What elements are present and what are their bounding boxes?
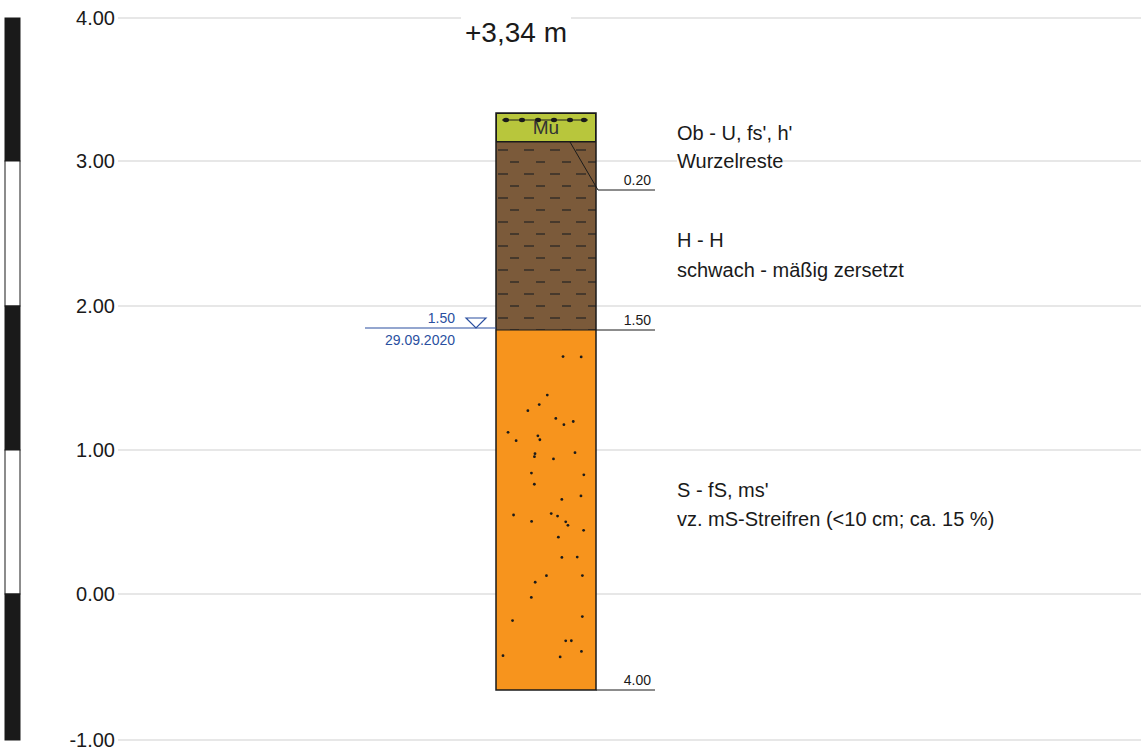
sand-dot <box>567 524 570 527</box>
sand-dot <box>552 458 555 461</box>
sand-dot <box>562 355 565 358</box>
scale-value: 2.00 <box>76 294 115 318</box>
soil-layer-box: Mu <box>496 113 596 142</box>
sand-dot <box>582 473 585 476</box>
sand-dot <box>554 417 557 420</box>
scale-value: 0.00 <box>76 582 115 606</box>
peat-layer <box>496 142 596 330</box>
depth-leaders <box>570 142 655 690</box>
sand-dot <box>533 483 536 486</box>
sand-dot <box>512 514 515 517</box>
layer-description: Ob - U, fs', h' <box>677 121 792 145</box>
depth-mark: 0.20 <box>624 172 651 189</box>
sand-dot <box>574 451 577 454</box>
elevation-title: +3,34 m <box>461 16 571 50</box>
scale-bar <box>5 18 20 740</box>
sand-dot <box>557 536 560 539</box>
sand-dot <box>530 520 533 523</box>
sand-dot <box>582 529 585 532</box>
sand-dot <box>546 394 549 397</box>
sand-dot <box>559 656 562 659</box>
layer-description: schwach - mäßig zersetzt <box>677 258 904 282</box>
layer-description: vz. mS-Streifren (<10 cm; ca. 15 %) <box>677 507 994 531</box>
sand-dot <box>556 515 559 518</box>
sand-dot <box>576 556 579 559</box>
scale-value: 4.00 <box>76 6 115 30</box>
sand-dot <box>502 654 505 657</box>
layer-description: H - H <box>677 228 724 252</box>
sand-dot <box>545 574 548 577</box>
scale-value: -1.00 <box>69 728 115 752</box>
sand-dot <box>530 472 533 475</box>
scale-value: 1.00 <box>76 438 115 462</box>
sand-dots <box>502 355 586 658</box>
scale-value: 3.00 <box>76 149 115 173</box>
layer-description: Wurzelreste <box>677 149 783 173</box>
sand-dot <box>538 403 541 406</box>
sand-dot <box>563 423 566 426</box>
water-level-date: 29.09.2020 <box>385 332 455 349</box>
depth-mark: 4.00 <box>624 672 651 689</box>
soil-column <box>496 113 596 690</box>
sand-dot <box>507 431 510 434</box>
sand-dot <box>564 520 567 523</box>
sand-dot <box>533 455 536 458</box>
sand-dot <box>581 615 584 618</box>
sand-dot <box>536 434 539 437</box>
sand-layer <box>496 330 596 690</box>
sand-dot <box>515 439 518 442</box>
sand-dot <box>560 498 563 501</box>
sand-dot <box>538 438 541 441</box>
sand-dot <box>564 639 567 642</box>
column-outline <box>496 113 596 690</box>
peat-hatch <box>496 142 596 330</box>
water-level-depth: 1.50 <box>428 310 455 327</box>
sand-dot <box>534 581 537 584</box>
depth-mark: 1.50 <box>624 312 651 329</box>
sand-dot <box>570 639 573 642</box>
sand-dot <box>560 556 563 559</box>
grid-lines <box>118 18 1141 740</box>
sand-dot <box>511 619 514 622</box>
soil-code: Mu <box>533 118 559 137</box>
sand-dot <box>580 495 583 498</box>
sand-dot <box>534 452 537 455</box>
sand-dot <box>581 574 584 577</box>
sand-dot <box>580 650 583 653</box>
layer-description: S - fS, ms' <box>677 478 769 502</box>
sand-dot <box>550 512 553 515</box>
sand-dot <box>530 596 533 599</box>
sand-dot <box>526 409 529 412</box>
sand-dot <box>572 420 575 423</box>
sand-dot <box>580 356 583 359</box>
